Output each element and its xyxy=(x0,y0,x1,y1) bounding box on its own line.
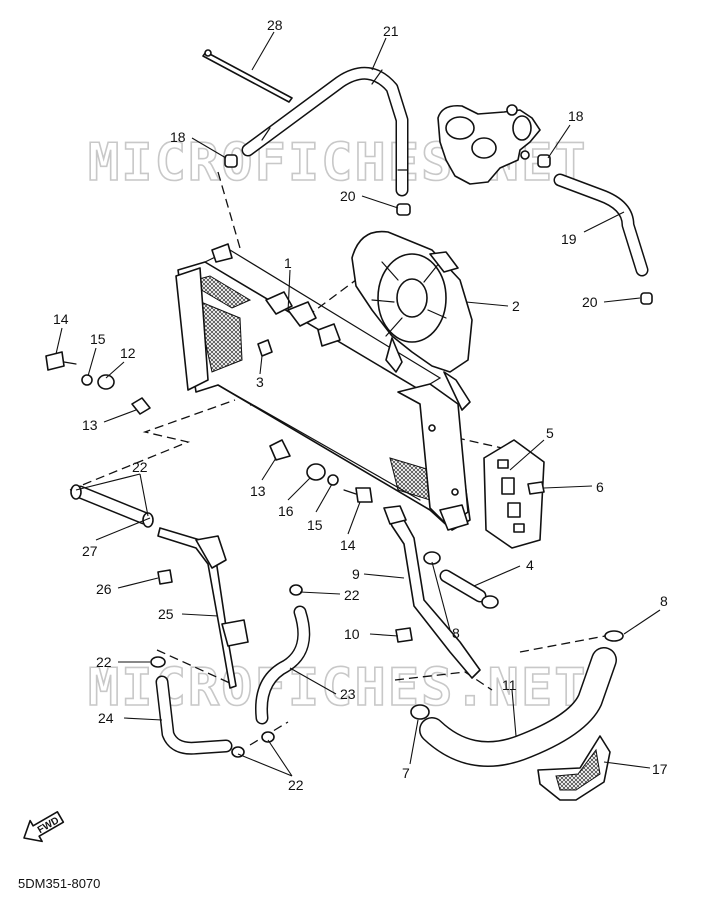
part-8-clamp-11 xyxy=(604,630,624,642)
callout-15-left: 15 xyxy=(90,331,106,347)
callout-23: 23 xyxy=(340,686,356,702)
part-22-clamp-27b xyxy=(142,512,154,528)
part-18-clamp-right xyxy=(537,154,551,168)
callout-6: 6 xyxy=(596,479,604,495)
part-19-hose xyxy=(553,173,649,277)
callout-4: 4 xyxy=(526,557,534,573)
callout-1: 1 xyxy=(284,255,292,271)
part-9-pipe xyxy=(383,505,481,679)
part-6-bolt xyxy=(527,481,545,495)
part-22-clamp-27a xyxy=(70,484,82,500)
callout-7: 7 xyxy=(402,765,410,781)
callout-24: 24 xyxy=(98,710,114,726)
callout-8-right: 8 xyxy=(660,593,668,609)
fwd-label: FWD xyxy=(36,815,61,836)
part-20-clamp-left xyxy=(396,203,411,216)
part-3-bolt xyxy=(257,339,273,357)
callout-18-left: 18 xyxy=(170,129,186,145)
part-10-bolt xyxy=(395,627,413,643)
callout-12: 12 xyxy=(120,345,136,361)
callout-22-mid: 22 xyxy=(344,587,360,603)
leader-lines xyxy=(55,31,661,777)
callout-11: 11 xyxy=(502,677,517,693)
part-22-clamp-24a xyxy=(150,656,166,668)
part-20-clamp-right xyxy=(640,292,653,305)
callout-20-right: 20 xyxy=(582,294,598,310)
part-4-hose xyxy=(439,569,487,603)
callout-15-mid: 15 xyxy=(307,517,323,533)
part-27-hose xyxy=(73,485,151,525)
callout-22-top: 22 xyxy=(132,459,148,475)
callout-8-mid: 8 xyxy=(452,625,460,641)
part-21-upper-hose xyxy=(241,66,409,197)
callout-16: 16 xyxy=(278,503,294,519)
part-15-washer-left xyxy=(81,374,93,386)
callout-10: 10 xyxy=(344,626,360,642)
part-8-clamp-4b xyxy=(481,595,499,609)
callout-numbers: 28 21 18 18 20 19 20 1 2 14 15 12 3 13 5… xyxy=(53,17,668,793)
callout-17: 17 xyxy=(652,761,668,777)
part-5-bracket xyxy=(483,439,545,549)
callout-21: 21 xyxy=(383,23,399,39)
part-22-clamp-23a xyxy=(289,584,303,596)
callout-13-mid: 13 xyxy=(250,483,266,499)
part-7-clamp xyxy=(410,704,430,720)
callout-25: 25 xyxy=(158,606,174,622)
part-22-clamp-23b xyxy=(261,731,275,743)
part-26-bolt xyxy=(157,569,173,585)
callout-27: 27 xyxy=(82,543,98,559)
part-2-fan xyxy=(351,230,473,411)
callout-18-right: 18 xyxy=(568,108,584,124)
callout-22-bottom: 22 xyxy=(288,777,304,793)
callout-9: 9 xyxy=(352,566,360,582)
part-28-rod xyxy=(202,49,293,103)
part-16-grommet xyxy=(306,463,326,481)
part-24-hose xyxy=(155,675,233,755)
callout-3: 3 xyxy=(256,374,264,390)
callout-22-left: 22 xyxy=(96,654,112,670)
callout-28: 28 xyxy=(267,17,283,33)
callout-2: 2 xyxy=(512,298,520,314)
callout-13-left: 13 xyxy=(82,417,98,433)
part-22-clamp-24b xyxy=(231,746,245,758)
thermostat-housing xyxy=(437,104,541,185)
part-14-bolt-mid xyxy=(343,487,373,503)
callout-5: 5 xyxy=(546,425,554,441)
callout-26: 26 xyxy=(96,581,112,597)
diagram-code: 5DM351-8070 xyxy=(18,876,100,891)
callout-19: 19 xyxy=(561,231,577,247)
part-14-bolt-left xyxy=(45,351,77,371)
fwd-arrow-icon: FWD xyxy=(23,811,65,843)
part-25-pipe xyxy=(157,527,249,689)
part-13-collar-mid xyxy=(269,439,291,461)
part-17-guard xyxy=(537,735,611,801)
part-11-hose xyxy=(419,647,617,767)
part-23-hose xyxy=(255,605,311,725)
part-18-clamp-left xyxy=(224,154,238,168)
callout-20-left: 20 xyxy=(340,188,356,204)
part-12-grommet-left xyxy=(97,374,115,390)
callout-14-mid: 14 xyxy=(340,537,356,553)
part-1-radiator xyxy=(175,243,471,531)
part-13-collar-left xyxy=(131,397,151,415)
part-15-washer-mid xyxy=(327,474,339,486)
callout-14-left: 14 xyxy=(53,311,69,327)
